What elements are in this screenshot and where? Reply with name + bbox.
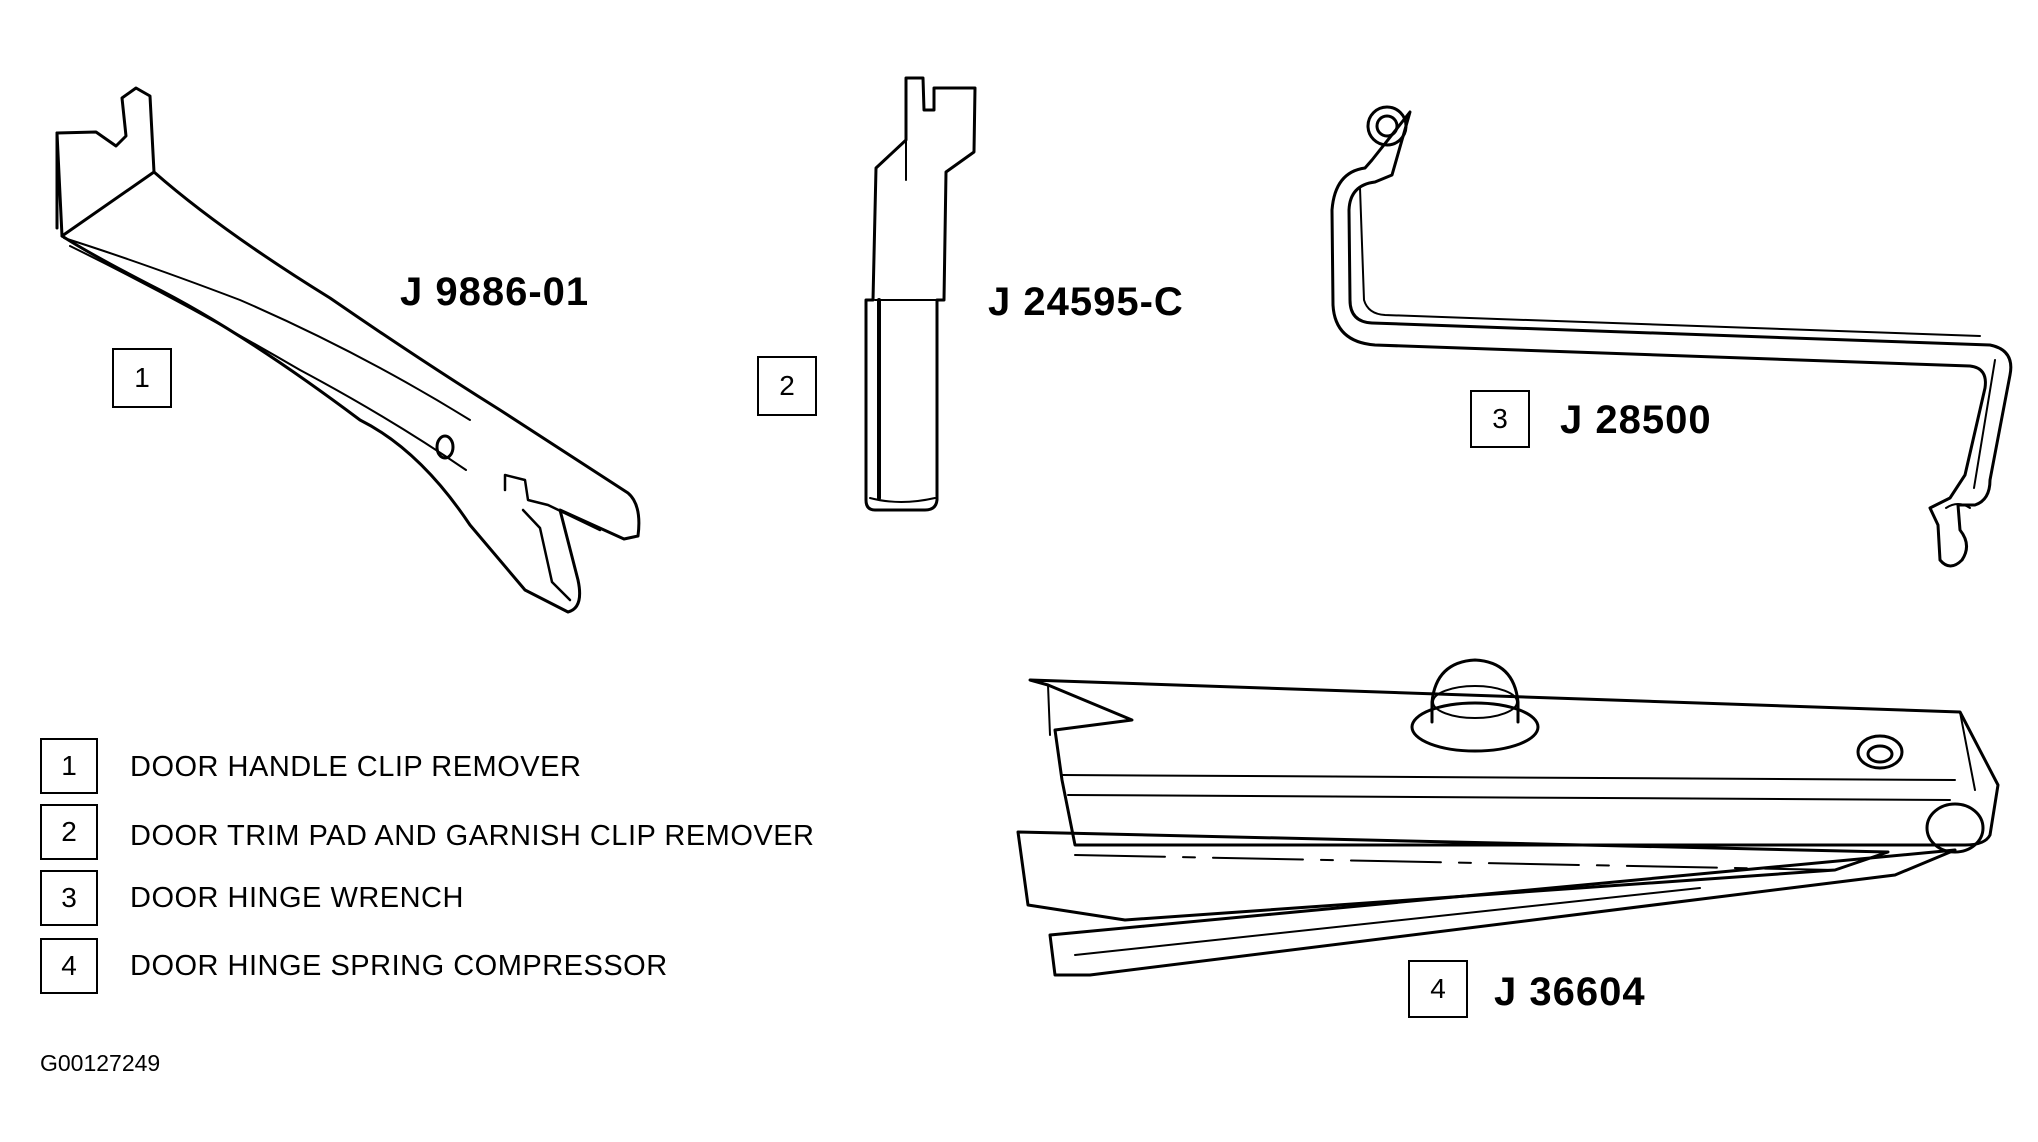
spring-compressor-icon	[1016, 658, 2000, 977]
reference-id: G00127249	[40, 1050, 161, 1076]
tool-3-part-number: J 28500	[1560, 398, 1712, 442]
legend-1-number: 1	[40, 738, 98, 794]
tool-4-callout: 4	[1408, 960, 1468, 1018]
legend-3-number: 3	[40, 870, 98, 926]
trim-pad-clip-remover-icon	[864, 76, 977, 512]
tool-1-callout: 1	[112, 348, 172, 408]
legend-4-number: 4	[40, 938, 98, 994]
legend-1-label: DOOR HANDLE CLIP REMOVER	[130, 751, 582, 783]
tool-1-part-number: J 9886-01	[400, 270, 590, 314]
door-handle-clip-remover-icon	[55, 86, 641, 614]
legend-2-number: 2	[40, 804, 98, 860]
tool-4-part-number: J 36604	[1494, 970, 1646, 1014]
door-hinge-wrench-icon	[1330, 105, 2013, 568]
tool-3-callout: 3	[1470, 390, 1530, 448]
legend-3-label: DOOR HINGE WRENCH	[130, 882, 464, 914]
legend-4-label: DOOR HINGE SPRING COMPRESSOR	[130, 950, 668, 982]
tool-2-callout: 2	[757, 356, 817, 416]
tool-2-part-number: J 24595-C	[988, 280, 1184, 324]
legend-2-label: DOOR TRIM PAD AND GARNISH CLIP REMOVER	[130, 820, 815, 852]
